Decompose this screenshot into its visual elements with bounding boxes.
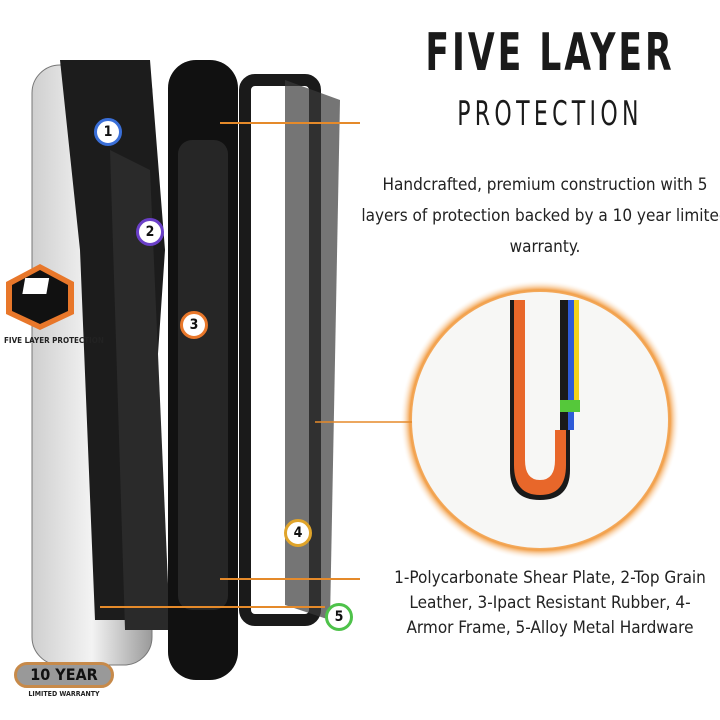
warranty-title: 10 YEAR <box>14 662 114 688</box>
heading-line-2: PROTECTION <box>457 94 643 134</box>
leather-layer <box>110 150 170 630</box>
heading-line-1: FIVE LAYER <box>425 23 675 83</box>
leader-line-bottom <box>220 578 360 580</box>
warranty-badge: 10 YEAR LIMITED WARRANTY <box>14 662 114 698</box>
layer-stack-icon <box>6 264 74 330</box>
five-layer-badge: FIVE LAYER PROTECTION <box>4 262 104 352</box>
leader-line-top <box>220 122 360 124</box>
layer-marker-1: 1 <box>94 118 122 146</box>
layer-marker-3: 3 <box>180 311 208 339</box>
leader-line-5 <box>100 606 325 608</box>
layers-caption: 1-Polycarbonate Shear Plate, 2-Top Grain… <box>394 568 706 638</box>
warranty-subtitle: LIMITED WARRANTY <box>28 690 100 698</box>
layer-marker-2: 2 <box>136 218 164 246</box>
description: Handcrafted, premium construction with 5… <box>361 175 720 257</box>
layer-marker-5: 5 <box>325 603 353 631</box>
five-layer-badge-text: FIVE LAYER PROTECTION <box>4 336 104 345</box>
layer-marker-4: 4 <box>284 519 312 547</box>
